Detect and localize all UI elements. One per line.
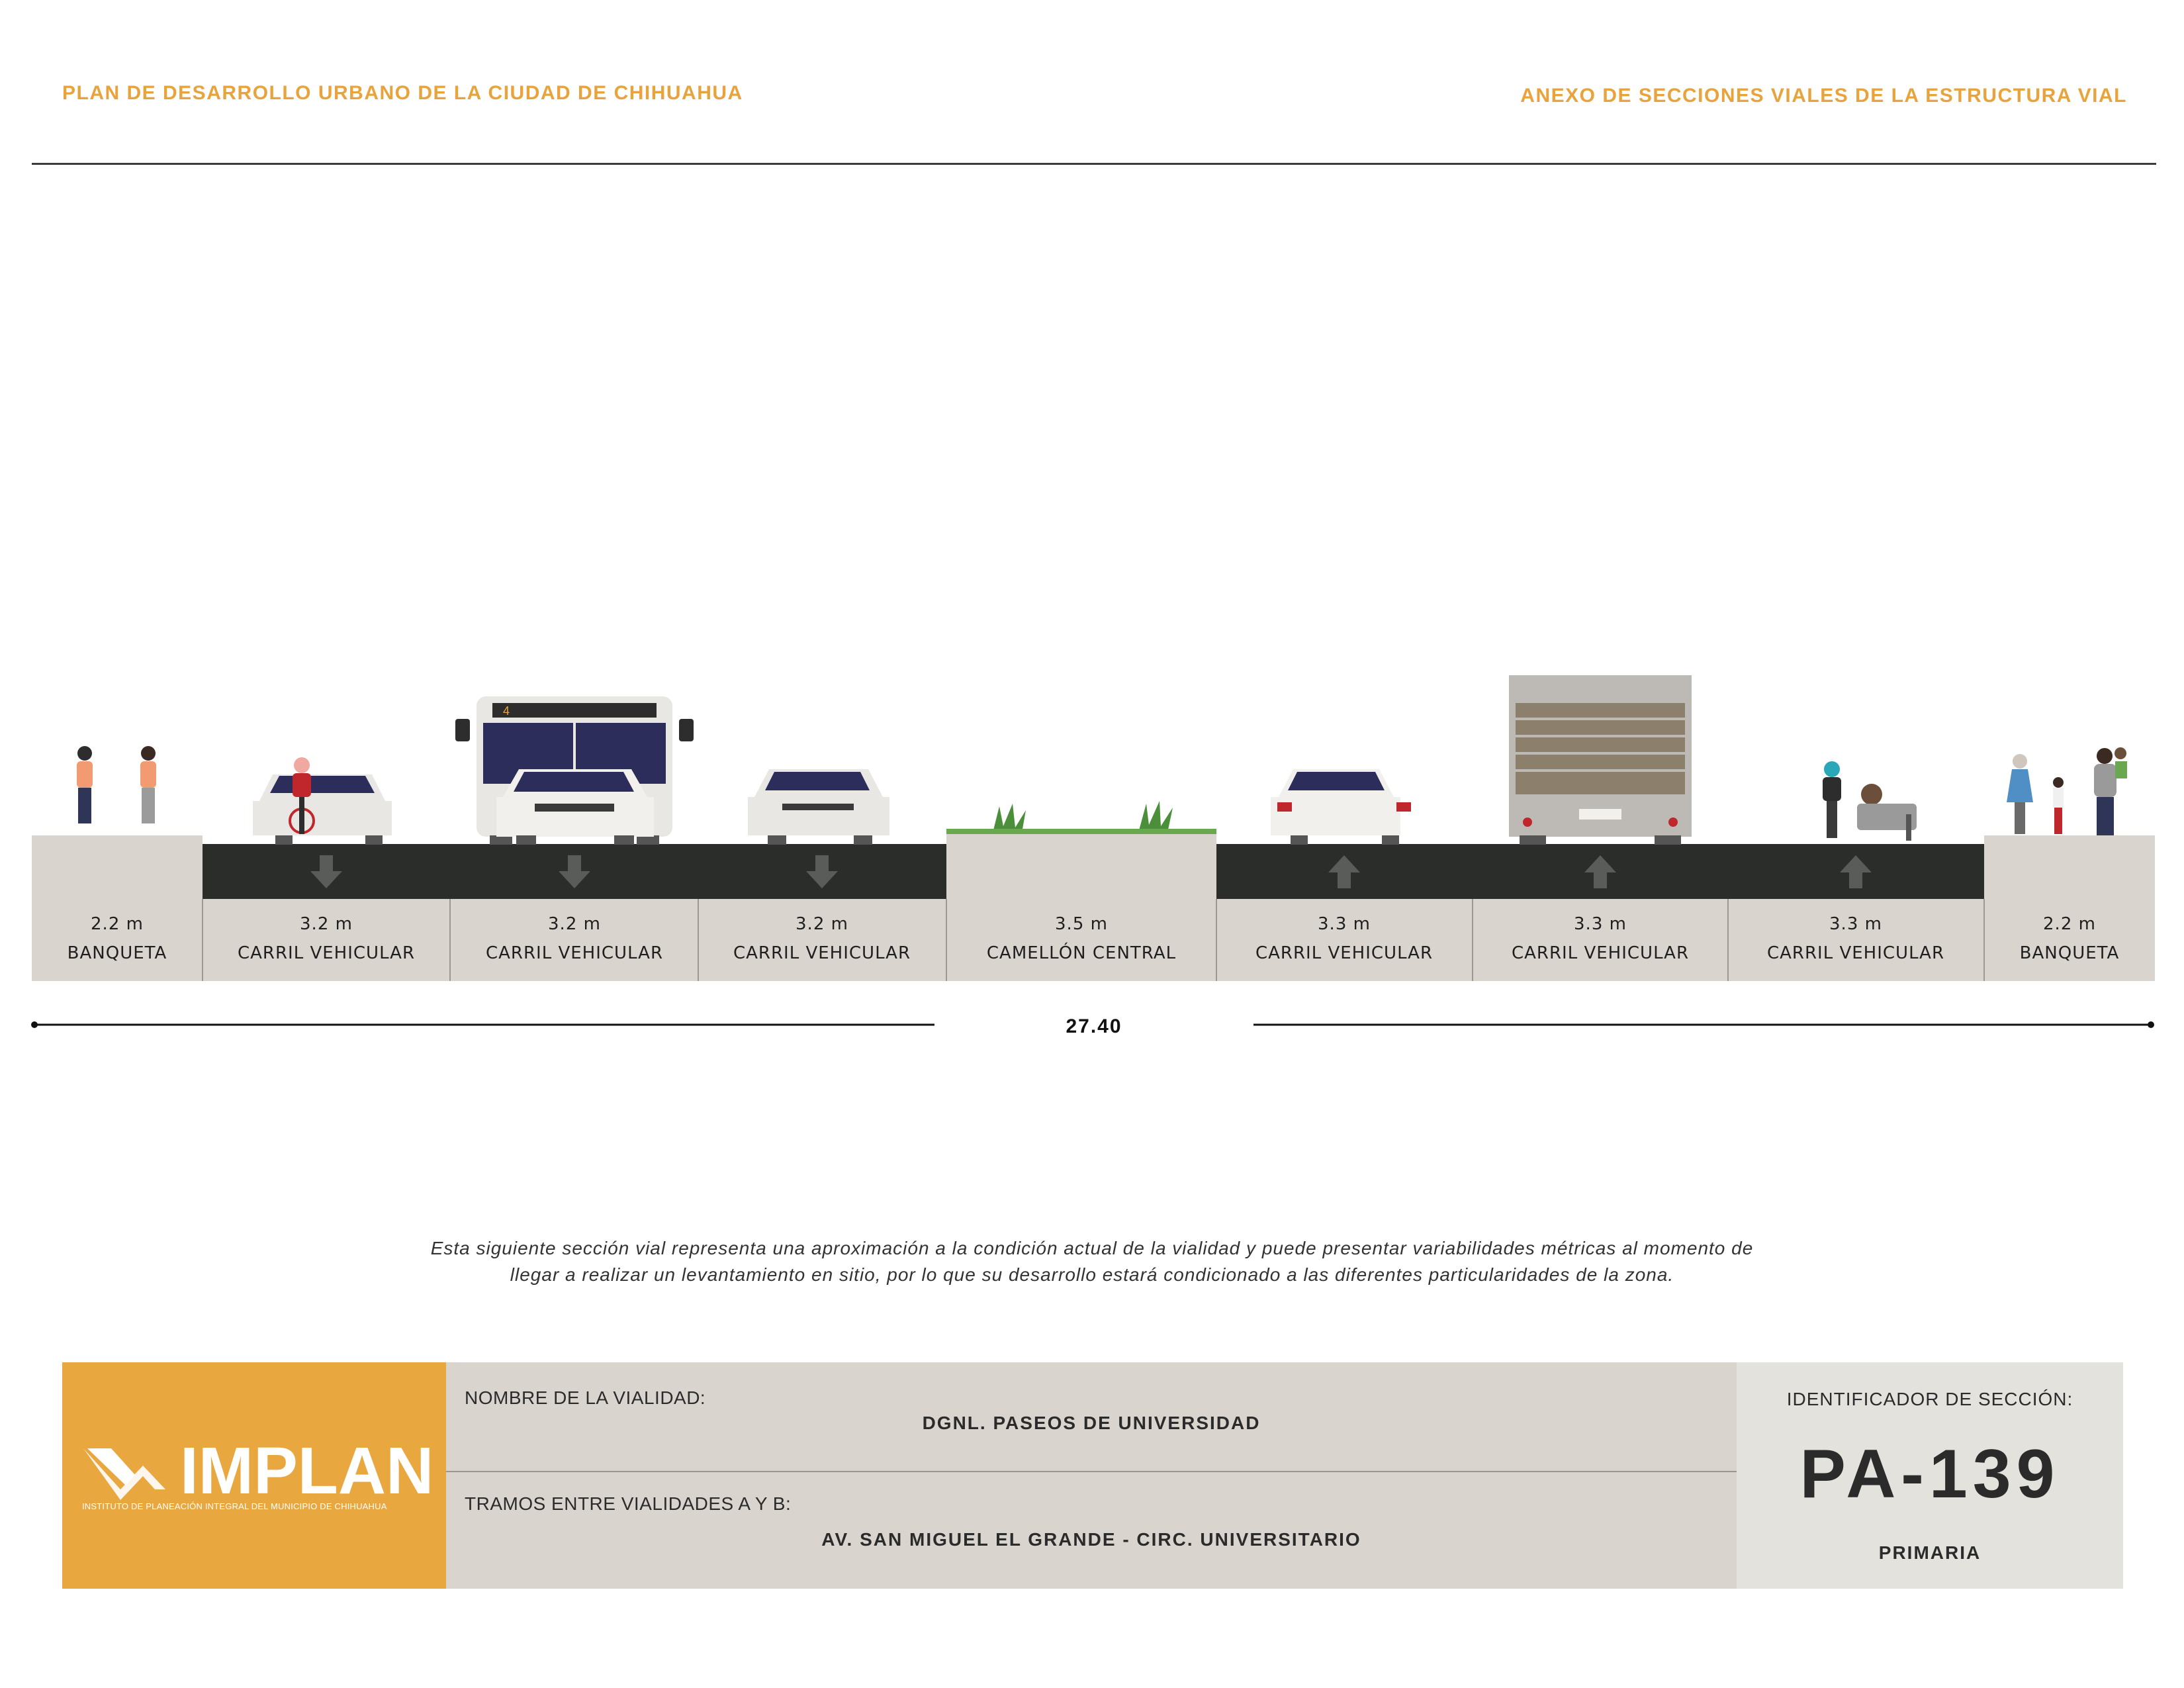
motorcycle-icon <box>1823 761 1917 841</box>
arrow-down-icon <box>806 855 838 888</box>
label-band <box>203 899 1984 981</box>
header-rule <box>32 163 2156 165</box>
segment-name: BANQUETA <box>68 943 167 963</box>
segment-width: 2.2 m <box>91 914 144 934</box>
segment-labels: 2.2 m BANQUETA 3.2 m CARRIL VEHICULAR 3.… <box>68 914 2120 963</box>
segment-width: 3.2 m <box>548 914 601 934</box>
segment-name: CARRIL VEHICULAR <box>733 943 911 963</box>
total-dimension-line: 27.40 <box>31 1015 2154 1037</box>
truck-icon <box>1509 675 1692 845</box>
car-icon <box>748 769 889 845</box>
logo-subtitle: INSTITUTO DE PLANEACIÓN INTEGRAL DEL MUN… <box>82 1501 387 1511</box>
median-block <box>946 833 1216 899</box>
logo-text: IMPLAN <box>180 1434 432 1505</box>
section-id-label: IDENTIFICADOR DE SECCIÓN: <box>1786 1389 2073 1409</box>
car-icon <box>496 769 654 845</box>
segment-name: CARRIL VEHICULAR <box>238 943 415 963</box>
footer-panel: IMPLAN INSTITUTO DE PLANEACIÓN INTEGRAL … <box>62 1362 2123 1589</box>
total-width: 27.40 <box>1066 1015 1122 1037</box>
segment-name: CARRIL VEHICULAR <box>1255 943 1433 963</box>
pedestrians-right-icon <box>2007 747 2127 835</box>
road-cross-section: 4 <box>31 675 2155 1037</box>
arrow-up-icon <box>1840 855 1872 888</box>
road-name-label: NOMBRE DE LA VIALIDAD: <box>465 1387 706 1408</box>
segment-range: AV. SAN MIGUEL EL GRANDE - CIRC. UNIVERS… <box>821 1529 1361 1550</box>
pedestrians-left-icon <box>77 746 156 823</box>
segment-width: 3.2 m <box>300 914 353 934</box>
segment-range-label: TRAMOS ENTRE VIALIDADES A Y B: <box>465 1493 792 1514</box>
segment-name: CARRIL VEHICULAR <box>1767 943 1944 963</box>
road-info-panel: NOMBRE DE LA VIALIDAD: DGNL. PASEOS DE U… <box>446 1362 1737 1589</box>
bus-route-number: 4 <box>503 704 510 718</box>
sidewalk-right <box>1984 835 2155 981</box>
arrow-up-icon <box>1584 855 1616 888</box>
info-divider <box>446 1471 1737 1472</box>
segment-name: BANQUETA <box>2020 943 2120 963</box>
disclaimer-note: Esta siguiente sección vial representa u… <box>430 1238 1754 1285</box>
segment-width: 3.3 m <box>1574 914 1627 934</box>
section-id: PA-139 <box>1799 1436 2060 1513</box>
sidewalk-left <box>32 835 203 981</box>
arrow-up-icon <box>1328 855 1360 888</box>
segment-name: CARRIL VEHICULAR <box>486 943 663 963</box>
implan-logo: IMPLAN INSTITUTO DE PLANEACIÓN INTEGRAL … <box>62 1362 446 1589</box>
section-id-panel: IDENTIFICADOR DE SECCIÓN: PA-139 PRIMARI… <box>1737 1362 2123 1589</box>
segment-width: 3.3 m <box>1829 914 1882 934</box>
segment-name: CARRIL VEHICULAR <box>1512 943 1689 963</box>
car-icon <box>253 774 392 845</box>
segment-name: CAMELLÓN CENTRAL <box>987 942 1176 963</box>
segment-width: 3.3 m <box>1318 914 1371 934</box>
road-classification: PRIMARIA <box>1878 1542 1981 1563</box>
road-name: DGNL. PASEOS DE UNIVERSIDAD <box>922 1413 1261 1433</box>
cyclist-icon <box>289 757 315 834</box>
median-plants-icon <box>946 801 1216 834</box>
car-icon <box>1271 769 1411 845</box>
segment-width: 3.2 m <box>796 914 848 934</box>
segment-width: 3.5 m <box>1055 914 1108 934</box>
header-right-title: ANEXO DE SECCIONES VIALES DE LA ESTRUCTU… <box>1520 85 2127 107</box>
header-left-title: PLAN DE DESARROLLO URBANO DE LA CIUDAD D… <box>62 82 743 104</box>
arrow-down-icon <box>310 855 342 888</box>
arrow-down-icon <box>559 855 590 888</box>
implan-logo-icon: IMPLAN <box>83 1434 432 1505</box>
segment-width: 2.2 m <box>2043 914 2096 934</box>
